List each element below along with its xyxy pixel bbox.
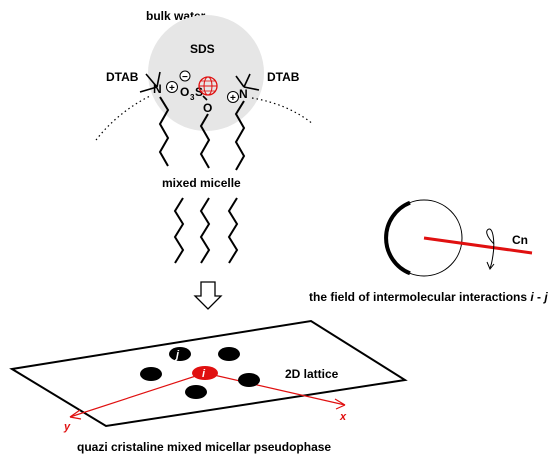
dtab-right-headgroup: + N [227, 73, 260, 104]
field-caption-prefix: the field of intermolecular interactions [309, 290, 530, 304]
plus-charge-left [166, 81, 178, 93]
dtab-left-label: DTAB [106, 70, 139, 84]
interaction-field: Cn [384, 199, 533, 277]
rotation-arrowhead-icon [486, 261, 495, 270]
lattice-node-j [169, 347, 191, 361]
node-i-label: i [202, 368, 206, 380]
field-circle-arc [384, 200, 411, 276]
pseudophase-caption: quazi cristaline mixed micellar pseudoph… [77, 440, 331, 454]
interface-curve-right [251, 97, 314, 125]
nitrogen-left: N [153, 82, 162, 96]
field-caption-dash: - [534, 290, 545, 304]
field-caption-j: j [542, 290, 548, 304]
sds-tail [199, 113, 211, 169]
lattice-node-right [238, 373, 260, 387]
node-j-label: j [174, 349, 180, 361]
dtab-left-headgroup: N + [139, 71, 178, 96]
rotation-arrow-icon [486, 228, 495, 269]
axis-y-arrow [69, 372, 206, 420]
interface-curve-left [95, 95, 151, 141]
sulfate-s: S [195, 85, 203, 99]
sds-headgroup: − O 3 S O [179, 70, 218, 115]
nitrogen-right: N [239, 87, 248, 101]
axis-x-arrow [204, 372, 346, 410]
dtab-right-label: DTAB [267, 70, 300, 84]
minus-sign: − [182, 72, 188, 83]
lattice-node-upper-right [218, 347, 240, 361]
mixed-micelle-label: mixed micelle [162, 176, 241, 190]
lattice-label: 2D lattice [285, 367, 339, 381]
field-caption-i: i [530, 290, 534, 304]
field-caption: the field of intermolecular interactions… [309, 290, 548, 304]
minus-charge [179, 70, 191, 82]
plus-charge-right [227, 91, 239, 103]
down-arrow-icon [193, 281, 223, 310]
zigzag-chain-2 [199, 197, 211, 264]
sulfate-subscript: 3 [190, 93, 195, 102]
lattice-node-i [192, 366, 218, 380]
lattice-node-left [140, 367, 162, 381]
zigzag-chain-3 [227, 197, 239, 264]
cn-label: Cn [512, 233, 528, 247]
sds-label: SDS [190, 42, 215, 56]
lattice-node-bottom [185, 385, 207, 399]
plus-sign-left: + [169, 83, 175, 94]
dtab-right-tail [234, 100, 246, 171]
rotation-axis [423, 236, 533, 255]
axis-y-label: y [63, 421, 71, 433]
oxygen-label: O [203, 101, 212, 115]
sulfate-globe-icon [198, 76, 218, 96]
sulfate-o3: O [180, 85, 189, 99]
axis-x-label: x [339, 411, 347, 423]
dtab-left-tail [158, 96, 170, 167]
plus-sign-right: + [230, 93, 236, 104]
zigzag-chain-1 [173, 197, 185, 264]
